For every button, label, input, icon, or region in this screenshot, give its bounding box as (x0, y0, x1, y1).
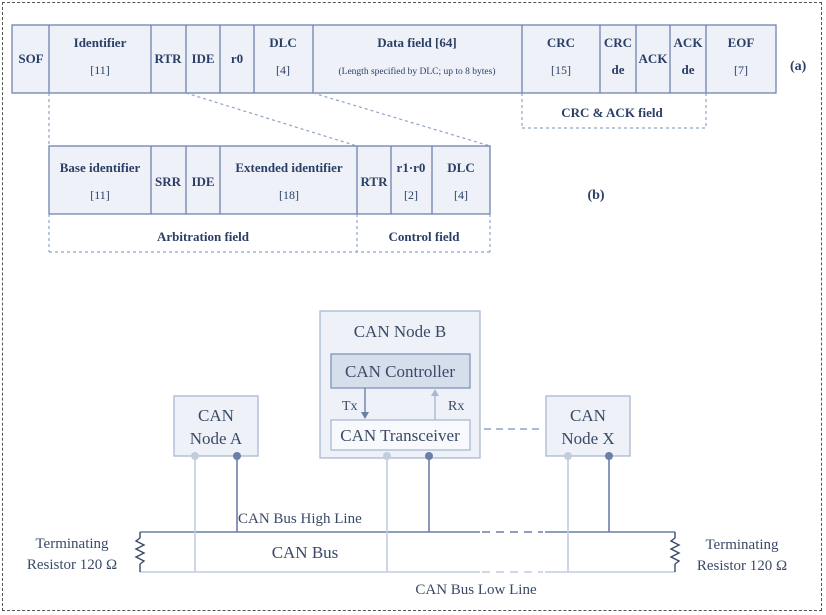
field-b-ide: IDE (191, 174, 214, 189)
field-a-ide: IDE (191, 51, 214, 66)
field-a-identifier: Identifier (74, 35, 127, 50)
field-groups (48, 214, 491, 253)
field-a-crc-de-sub: de (612, 62, 625, 77)
rx-label: Rx (448, 399, 464, 414)
frame-a-box (11, 24, 777, 94)
frame-b: Base identifier [11] SRR IDE Extended id… (48, 145, 605, 215)
field-a-ack-de-sub: de (682, 62, 695, 77)
field-b-ext-id: Extended identifier (235, 160, 342, 175)
field-a-dlc-size: [4] (276, 63, 290, 77)
field-b-ext-id-size: [18] (279, 188, 299, 202)
field-a-eof: EOF (728, 35, 755, 50)
node-drops (194, 456, 610, 572)
field-a-sof: SOF (18, 51, 43, 66)
field-a-eof-size: [7] (734, 63, 748, 77)
field-b-srr: SRR (155, 174, 182, 189)
bus-low-label: CAN Bus Low Line (415, 582, 537, 598)
field-b-r1r0: r1·r0 (397, 160, 426, 175)
field-a-rtr: RTR (155, 51, 183, 66)
can-controller-box (330, 353, 471, 389)
field-a-crc-size: [15] (551, 63, 571, 77)
field-a-crc-de: CRC (604, 35, 632, 50)
can-transceiver-box (330, 419, 471, 451)
crc-ack-group (521, 93, 707, 129)
control-label: Control field (389, 229, 461, 244)
field-a-data-note: (Length specified by DLC; up to 8 bytes) (339, 66, 496, 77)
frame-b-tag: (b) (587, 188, 604, 203)
field-b-r1r0-size: [2] (404, 188, 418, 202)
term-right-line1: Terminating (705, 537, 779, 553)
node-a-line2: Node A (190, 429, 243, 448)
node-b-title: CAN Node B (354, 322, 447, 341)
resistor-left (134, 532, 146, 572)
tx-arrow-head (361, 412, 369, 419)
term-right-line2: Resistor 120 Ω (697, 558, 787, 574)
expansion-lines (48, 92, 491, 147)
node-a-line1: CAN (198, 406, 234, 425)
field-a-dlc: DLC (269, 35, 296, 50)
can-transceiver-label: CAN Transceiver (340, 426, 460, 445)
bus-topology: CAN Node B CAN Controller CAN Transceive… (27, 310, 787, 598)
rx-arrow-head (431, 389, 439, 396)
field-b-dlc-size: [4] (454, 188, 468, 202)
field-a-identifier-size: [11] (90, 63, 110, 77)
field-b-base-id: Base identifier (60, 160, 141, 175)
field-a-ack: ACK (639, 51, 669, 66)
node-x-box (545, 395, 631, 457)
resistor-right (669, 532, 681, 572)
frame-a-tag: (a) (790, 59, 807, 74)
crc-ack-label: CRC & ACK field (561, 105, 663, 120)
field-b-rtr: RTR (361, 174, 389, 189)
bus-high-label: CAN Bus High Line (238, 511, 362, 527)
field-a-ack-de: ACK (674, 35, 704, 50)
node-pins (191, 452, 613, 460)
field-a-crc: CRC (547, 35, 575, 50)
field-b-dlc: DLC (447, 160, 474, 175)
field-a-data: Data field [64] (377, 35, 456, 50)
arbitration-label: Arbitration field (157, 229, 250, 244)
node-x-line1: CAN (570, 406, 606, 425)
field-a-r0: r0 (231, 51, 243, 66)
frame-a: SOF Identifier [11] RTR IDE r0 DLC [4] D… (11, 24, 807, 94)
field-b-base-id-size: [11] (90, 188, 110, 202)
bus-label: CAN Bus (272, 543, 339, 562)
term-left-line1: Terminating (35, 536, 109, 552)
tx-label: Tx (342, 399, 358, 414)
node-a-box (173, 395, 259, 457)
term-left-line2: Resistor 120 Ω (27, 557, 117, 573)
node-x-line2: Node X (561, 429, 614, 448)
frame-b-box (48, 145, 491, 215)
can-controller-label: CAN Controller (345, 362, 455, 381)
